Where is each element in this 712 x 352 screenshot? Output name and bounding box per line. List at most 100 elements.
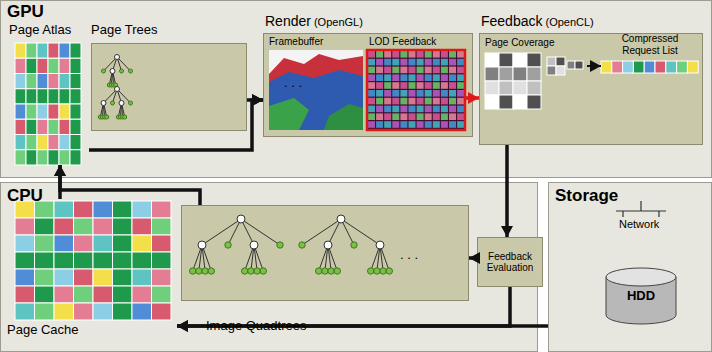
node-label: Storage — [555, 186, 618, 206]
tree-node — [198, 241, 206, 249]
tree-symbol — [190, 215, 284, 274]
node-illustration — [269, 36, 363, 132]
node-illustration — [549, 183, 712, 352]
lod-cell — [417, 74, 424, 81]
page-cell — [37, 43, 48, 58]
page-cell — [74, 235, 94, 252]
lod-cell — [449, 59, 456, 66]
tree-leaf — [322, 268, 328, 274]
tree-node — [101, 101, 106, 106]
tree-edge — [341, 219, 380, 245]
page-cell — [93, 286, 113, 303]
text-group: Page Trees — [91, 23, 158, 38]
lod-cell — [441, 74, 448, 81]
page-cell — [70, 135, 81, 150]
network-wire — [658, 211, 659, 217]
lod-cell — [384, 98, 391, 105]
lod-cell — [409, 59, 416, 66]
lod-cell — [376, 59, 383, 66]
lod-cell — [417, 82, 424, 89]
page-cell — [152, 218, 172, 235]
lod-cell — [449, 113, 456, 120]
lod-cell — [449, 51, 456, 58]
page-cell — [74, 201, 94, 218]
lod-cell — [417, 106, 424, 113]
lod-cell — [409, 82, 416, 89]
page-cell — [527, 81, 541, 95]
network-wire — [622, 211, 623, 217]
lod-cell — [417, 67, 424, 74]
node-label: (OpenCL) — [545, 16, 593, 29]
lod-cell — [417, 121, 424, 128]
flow-arrow — [587, 65, 601, 67]
page-cell — [93, 269, 113, 286]
page-cell — [132, 303, 152, 320]
node-label: (OpenGL) — [314, 16, 363, 29]
lod-cell — [449, 82, 456, 89]
lod-cell — [433, 74, 440, 81]
page-cell — [499, 95, 513, 109]
page-cell — [113, 252, 133, 269]
lod-cell — [376, 90, 383, 97]
lod-cell — [376, 113, 383, 120]
lod-cell — [376, 106, 383, 113]
node-label: Page Trees — [91, 23, 158, 38]
text-group: Page Atlas — [9, 23, 71, 38]
page-cell — [26, 135, 37, 150]
text-group: Framebuffer — [269, 36, 323, 48]
page-cell — [132, 201, 152, 218]
node-label: Page Coverage — [485, 37, 555, 49]
lod-cell — [441, 82, 448, 89]
lod-cell — [376, 51, 383, 58]
lod-feedback: LOD Feedback — [367, 36, 465, 132]
lod-cell — [368, 51, 375, 58]
page-cell — [612, 61, 623, 73]
page-cell — [59, 74, 70, 89]
lod-cell — [400, 51, 407, 58]
lod-cell — [384, 82, 391, 89]
page-cell — [15, 150, 26, 165]
coverage-grid — [547, 57, 565, 75]
lod-cell — [384, 90, 391, 97]
page-cell — [26, 150, 37, 165]
lod-cell — [441, 59, 448, 66]
tree-node — [250, 241, 258, 249]
node-illustration — [367, 36, 465, 132]
lod-cell — [400, 98, 407, 105]
tree-node — [115, 87, 120, 92]
page-cell — [26, 58, 37, 73]
page-cell — [54, 201, 74, 218]
request-list: Compressed Request List — [601, 33, 699, 75]
lod-cell — [425, 121, 432, 128]
page-cell — [132, 218, 152, 235]
lod-cell — [409, 98, 416, 105]
flow-arrow — [505, 145, 509, 237]
page-cell — [93, 303, 113, 320]
lod-cell — [384, 74, 391, 81]
page-cell — [70, 89, 81, 104]
page-cell — [35, 218, 55, 235]
page-cell — [37, 135, 48, 150]
page-cell — [93, 201, 113, 218]
page-cell — [54, 286, 74, 303]
text-group: Page Coverage — [485, 37, 555, 49]
image-quadtrees: Image Quadtrees — [181, 205, 469, 343]
lod-cell — [409, 74, 416, 81]
page-trees: Page Trees — [89, 23, 247, 131]
tree-leaf — [328, 268, 334, 274]
ellipsis-label: . . . — [284, 76, 302, 91]
page-cell — [644, 61, 655, 73]
tree-leaf — [380, 268, 386, 274]
page-cell — [687, 61, 698, 73]
node-illustration — [9, 23, 89, 165]
text-group: Compressed Request List — [603, 33, 697, 56]
tree-leaf — [368, 268, 374, 274]
flow-arrow — [247, 98, 263, 102]
page-cell — [15, 235, 35, 252]
page-cell — [59, 89, 70, 104]
node-illustration — [89, 23, 247, 131]
page-cell — [26, 74, 37, 89]
tree-edge — [202, 219, 241, 245]
page-cell — [485, 67, 499, 81]
tree-leaf — [386, 268, 392, 274]
